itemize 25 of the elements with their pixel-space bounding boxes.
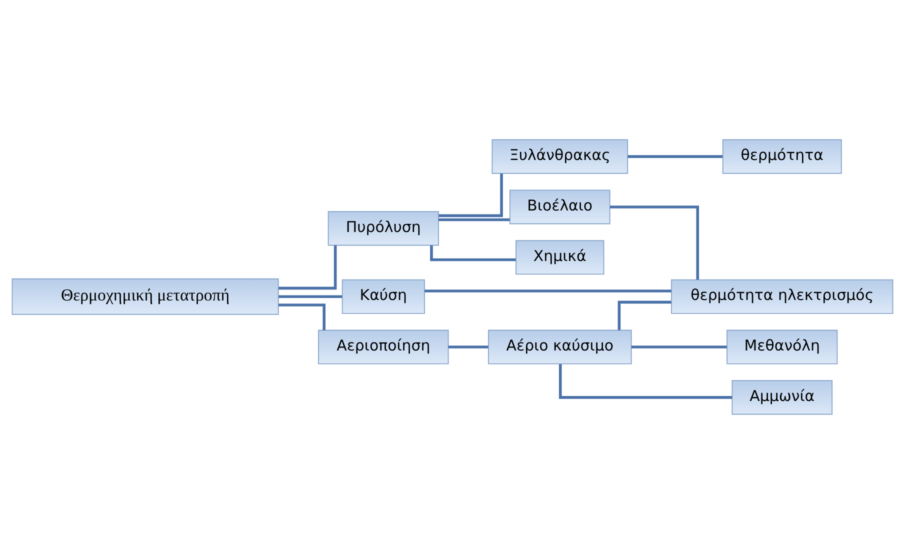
connector bbox=[448, 345, 488, 348]
node-box: θερμότητα ηλεκτρισμός bbox=[671, 278, 894, 314]
node-box: θερμότητα bbox=[722, 138, 842, 174]
node-box: Μεθανόλη bbox=[726, 329, 838, 364]
node-box: Χημικά bbox=[516, 240, 604, 274]
connector bbox=[424, 289, 672, 292]
connector bbox=[278, 294, 342, 298]
node-box: Αμμωνία bbox=[732, 380, 833, 414]
node-box: Καύση bbox=[342, 278, 425, 314]
node-box: Βιοέλαιο bbox=[509, 189, 610, 224]
node-box: Αέριο καύσιμο bbox=[488, 329, 632, 364]
connector bbox=[610, 205, 700, 280]
node-box: Πυρόλυση bbox=[328, 210, 439, 246]
node-box: Θερμοχημική μετατροπή bbox=[12, 278, 279, 314]
connector bbox=[631, 345, 727, 348]
node-box: Αεριοποίηση bbox=[318, 329, 449, 364]
connector bbox=[438, 218, 510, 221]
connector bbox=[430, 245, 516, 261]
node-box: Ξυλάνθρακας bbox=[492, 138, 628, 174]
connector bbox=[628, 154, 723, 158]
connector bbox=[558, 364, 732, 398]
connector bbox=[438, 173, 503, 217]
connector bbox=[278, 244, 337, 290]
connector bbox=[278, 303, 326, 330]
connector bbox=[618, 300, 672, 330]
